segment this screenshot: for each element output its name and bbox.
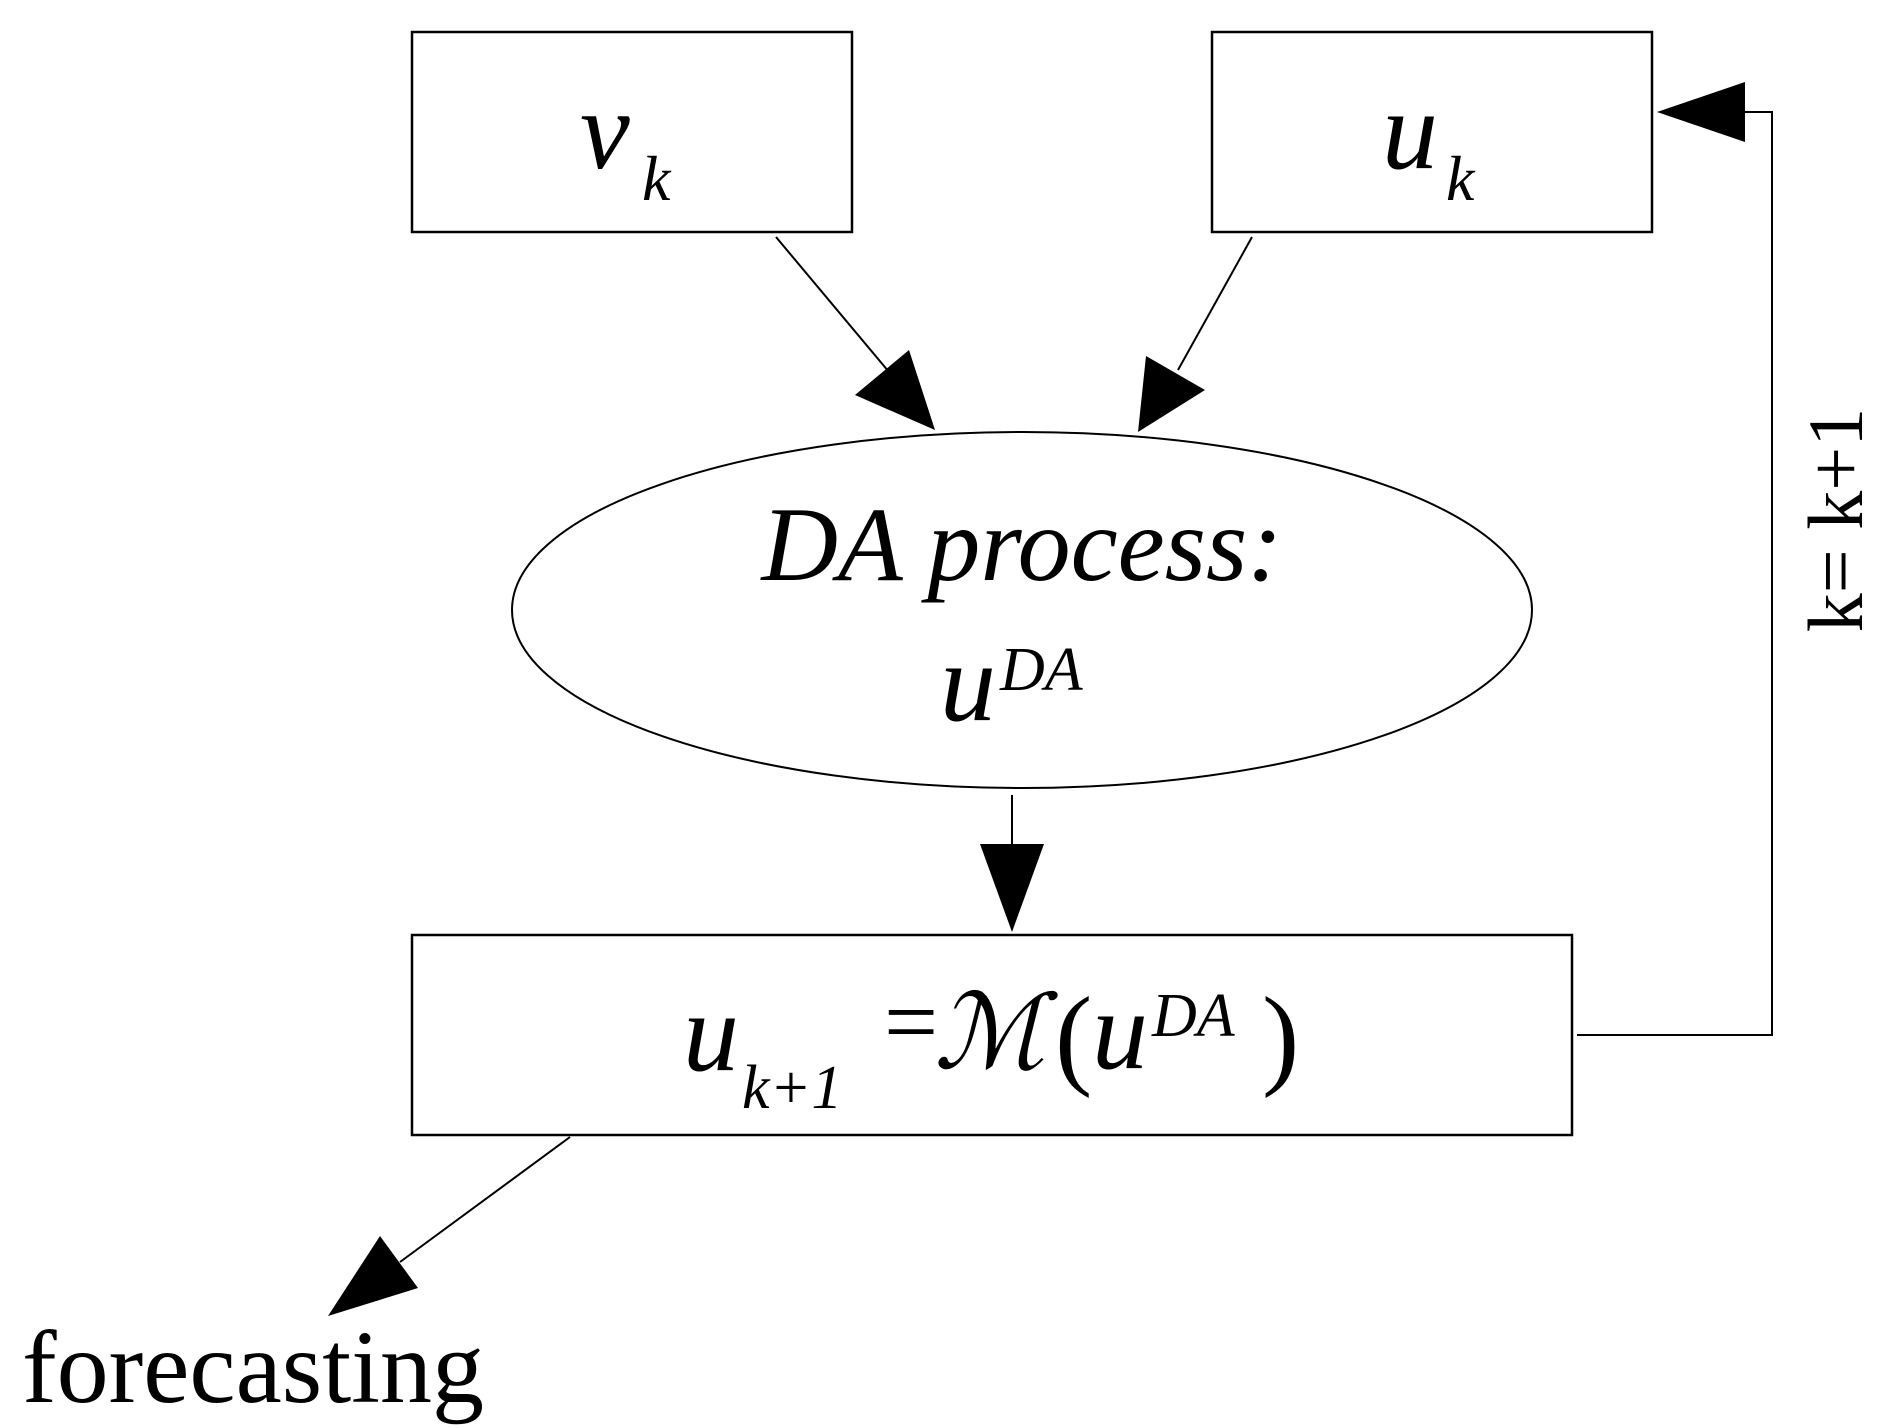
u-k-subscript: k	[1446, 143, 1476, 214]
node-da-process: DA process: u DA	[511, 431, 1533, 789]
arrowhead-u-k	[1138, 356, 1205, 432]
node-u-k: u k	[1210, 30, 1654, 234]
edge-model-to-forecasting	[328, 1136, 571, 1316]
arrowhead-da	[980, 844, 1044, 932]
u-k-base: u	[1382, 69, 1438, 193]
arrowhead-forecasting	[328, 1236, 418, 1316]
edge-da-to-model	[980, 795, 1044, 932]
arrowhead-v-k	[855, 350, 935, 430]
equals-sign: =	[884, 968, 938, 1075]
v-k-base: v	[580, 69, 630, 193]
u-k1-base: u	[683, 971, 739, 1095]
loop-label: k= k+1	[1792, 408, 1879, 632]
u-da-arg-superscript: DA	[1151, 982, 1236, 1050]
u-da-arg-base: u	[1092, 969, 1148, 1093]
node-model-update: u k+1 = ℳ ( u DA )	[410, 933, 1574, 1137]
node-v-k: v k	[410, 30, 854, 234]
edge-v-k-to-da	[775, 236, 935, 430]
u-da-superscript: DA	[999, 636, 1084, 704]
u-k1-subscript: k+1	[742, 1054, 842, 1122]
open-paren: (	[1055, 975, 1092, 1099]
forecasting-label: forecasting	[22, 1310, 484, 1425]
da-process-title: DA process:	[759, 486, 1282, 603]
u-da-base: u	[940, 621, 996, 745]
edge-loop-back	[1577, 82, 1773, 1036]
v-k-subscript: k	[642, 143, 672, 214]
model-operator: ℳ	[934, 976, 1059, 1091]
edge-u-k-to-da	[1138, 236, 1253, 432]
arrowhead-loop	[1657, 82, 1745, 142]
close-paren: )	[1262, 975, 1299, 1099]
